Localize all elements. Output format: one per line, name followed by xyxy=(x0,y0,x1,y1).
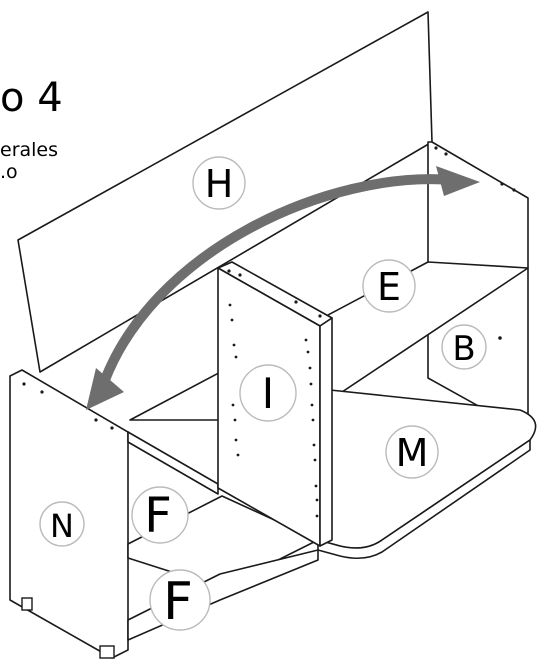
label-b: B xyxy=(452,329,475,369)
label-f-upper: F xyxy=(144,488,172,544)
label-f-lower: F xyxy=(163,572,193,632)
label-circle-f-lower xyxy=(149,569,211,631)
label-h: H xyxy=(205,162,234,206)
label-circle-b xyxy=(441,324,487,370)
arrow-head-right xyxy=(436,166,480,196)
label-circle-n xyxy=(39,501,85,547)
label-circle-h xyxy=(192,156,246,210)
label-e: E xyxy=(377,265,401,309)
arrow-head-left xyxy=(86,368,124,410)
label-circle-e xyxy=(362,259,416,313)
label-i: I xyxy=(262,369,274,418)
double-headed-arrow xyxy=(86,166,480,410)
shelf-pin-holes xyxy=(22,146,516,518)
label-circle-i xyxy=(239,364,297,422)
label-m: M xyxy=(396,431,429,475)
label-circle-m xyxy=(385,425,439,479)
label-n: N xyxy=(50,507,74,545)
label-circle-f-upper xyxy=(131,486,189,544)
